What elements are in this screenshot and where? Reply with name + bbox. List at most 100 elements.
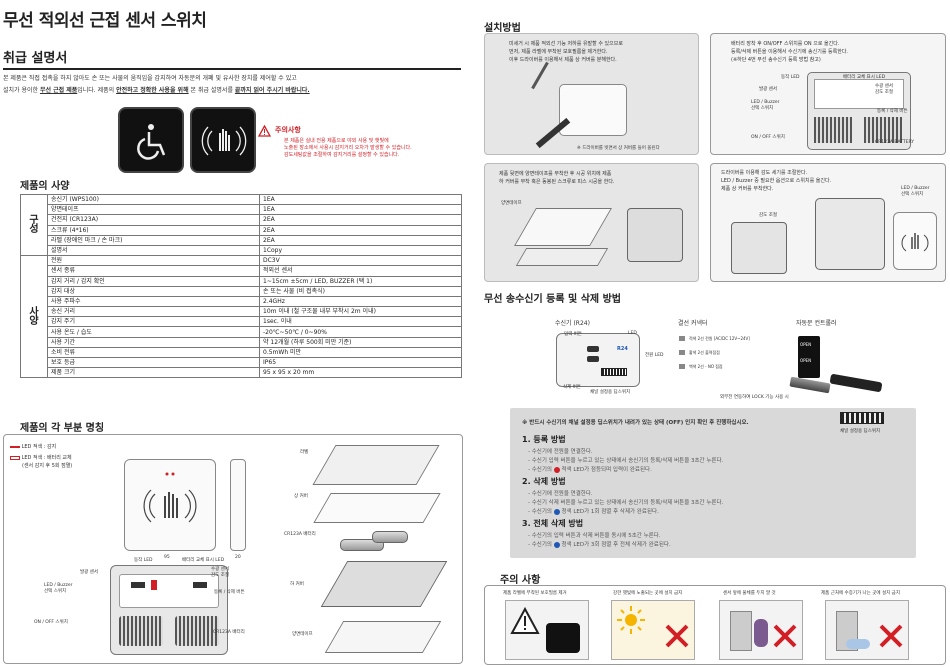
spec-value: 1EA bbox=[259, 204, 462, 216]
spec-value: 2EA bbox=[259, 224, 462, 236]
spec-value: 손 또는 사물 (비 접촉식) bbox=[259, 285, 462, 297]
spec-item: 라벨 (장애인 마크 / 손 마크) bbox=[47, 234, 260, 246]
spec-item: 전원 bbox=[47, 255, 260, 267]
exploded-view bbox=[312, 445, 440, 485]
registration-steps: ※ 반드시 수신기의 채널 설정용 딥스위치가 내려가 있는 상태 (OFF) … bbox=[510, 408, 916, 558]
spec-row: 스크류 (4*16)2EA bbox=[21, 224, 462, 236]
delete-button[interactable] bbox=[587, 356, 599, 362]
dip-switch[interactable] bbox=[601, 368, 627, 376]
spec-item: 보호 등급 bbox=[47, 356, 260, 369]
product-image-hand bbox=[190, 107, 256, 173]
wireless-title: 무선 송수신기 등록 및 삭제 방법 bbox=[484, 294, 622, 305]
prohibited-x-icon bbox=[665, 624, 689, 648]
parts-diagram: LED 적색 : 감지 LED 적색 : 배터리 교체 (센서 감지 후 5회 … bbox=[3, 434, 463, 664]
title-divider bbox=[3, 68, 461, 70]
spec-value: DC3V bbox=[259, 255, 462, 267]
spec-value: 2.4GHz bbox=[259, 295, 462, 308]
spec-value: 2EA bbox=[259, 214, 462, 226]
spec-value: 1sec. 이내 bbox=[259, 316, 462, 328]
caution-image-obstacle bbox=[719, 600, 803, 660]
spec-value: 1EA bbox=[259, 193, 462, 206]
spec-item: 사용 주파수 bbox=[47, 295, 260, 308]
wiring-connector: 적색 2선 전원 [AC/DC 12V~24V] 황색 2선 출력접점 백색 2… bbox=[675, 332, 765, 388]
spec-row: 사용 온도 / 습도-20℃~50℃ / 0~90% bbox=[21, 326, 462, 338]
spec-value: 적외선 센서 bbox=[259, 265, 462, 277]
red-led-icon bbox=[553, 466, 560, 473]
spec-row: 건전지 (CR123A)2EA bbox=[21, 214, 462, 226]
spec-value: 95 x 95 x 20 mm bbox=[259, 367, 462, 379]
install-title: 설치방법 bbox=[484, 23, 521, 34]
install-step-2: 배터리 장착 후 ON/OFF 스위치를 ON 으로 옮긴다.등록/삭제 버튼을… bbox=[710, 33, 946, 155]
spec-value: 1Copy bbox=[259, 244, 462, 257]
hand-wave-icon bbox=[143, 472, 197, 523]
spec-item: 감지 주기 bbox=[47, 316, 260, 328]
spec-item: 소비 전류 bbox=[47, 346, 260, 359]
spec-item: 양면테이프 bbox=[47, 204, 260, 216]
parts-title: 제품의 각 부분 명칭 bbox=[20, 423, 105, 434]
spec-value: -20℃~50℃ / 0~90% bbox=[259, 326, 462, 338]
spec-group-label: 구 성 bbox=[20, 193, 48, 257]
inside-view bbox=[110, 565, 228, 655]
spec-value: 약 12개월 (하루 500회 미만 기준) bbox=[259, 336, 462, 348]
spec-value: 1~15cm ±5cm / LED, BUZZER (택 1) bbox=[259, 275, 462, 287]
caution-image-sunlight bbox=[611, 600, 695, 660]
product-image-wheelchair bbox=[118, 107, 184, 173]
dip-switch-illustration bbox=[840, 412, 884, 424]
wheelchair-icon bbox=[137, 124, 166, 160]
spec-item: 건전지 (CR123A) bbox=[47, 214, 260, 226]
spec-item: 송신기 (WPS100) bbox=[47, 193, 260, 206]
sun-icon bbox=[617, 606, 645, 634]
caution-image-steam bbox=[825, 600, 909, 660]
manual-subtitle: 취급 설명서 bbox=[3, 51, 68, 66]
intro-text: 본 제품은 직접 접촉을 하지 않아도 손 또는 사물의 움직임을 감지하여 자… bbox=[3, 75, 310, 94]
input-button[interactable] bbox=[587, 346, 599, 352]
spec-group-label: 사 양 bbox=[20, 255, 48, 379]
spec-item: 송신 거리 bbox=[47, 306, 260, 318]
spec-row: 라벨 (장애인 마크 / 손 마크)2EA bbox=[21, 234, 462, 246]
spec-value: IP65 bbox=[259, 356, 462, 369]
spec-item: 센서 종류 bbox=[47, 265, 260, 277]
warning-icon bbox=[510, 607, 540, 634]
caution-panel: 제품 라벨에 부착된 보호필름 제거 강한 햇빛에 노출되는 곳에 설치 금지 … bbox=[484, 585, 946, 665]
hand-wave-icon bbox=[901, 233, 929, 252]
front-view bbox=[124, 459, 216, 551]
prohibited-x-icon bbox=[879, 624, 903, 648]
caution-text: 본 제품은 실내 전용 제품으로 야외 사용 및 햇빛에 노출된 장소에서 사용… bbox=[284, 138, 412, 158]
caution-title: 주의사항 bbox=[275, 126, 301, 134]
spec-item: 사용 온도 / 습도 bbox=[47, 326, 260, 338]
spec-item: 감지 거리 / 감지 확인 bbox=[47, 275, 260, 287]
spec-value: 0.5mWh 미만 bbox=[259, 346, 462, 359]
spec-item: 감지 대상 bbox=[47, 285, 260, 297]
spec-value: 2EA bbox=[259, 234, 462, 246]
led-legend-solid-icon bbox=[10, 445, 20, 448]
door-controller: OPEN OPEN bbox=[798, 336, 820, 378]
spec-item: 사용 기간 bbox=[47, 336, 260, 348]
spec-item: 설명서 bbox=[47, 244, 260, 257]
spec-item: 스크류 (4*16) bbox=[47, 224, 260, 236]
blue-led-icon bbox=[553, 508, 560, 515]
caution-image-film bbox=[505, 600, 589, 660]
spec-title: 제품의 사양 bbox=[20, 181, 70, 192]
led-legend-blink-icon bbox=[10, 455, 20, 460]
spec-value: 10m 이내 (철 구조물 내부 부착시 2m 이내) bbox=[259, 306, 462, 318]
prohibited-x-icon bbox=[773, 624, 797, 648]
caution-section-title: 주의 사항 bbox=[500, 575, 541, 586]
warning-icon bbox=[258, 125, 271, 137]
